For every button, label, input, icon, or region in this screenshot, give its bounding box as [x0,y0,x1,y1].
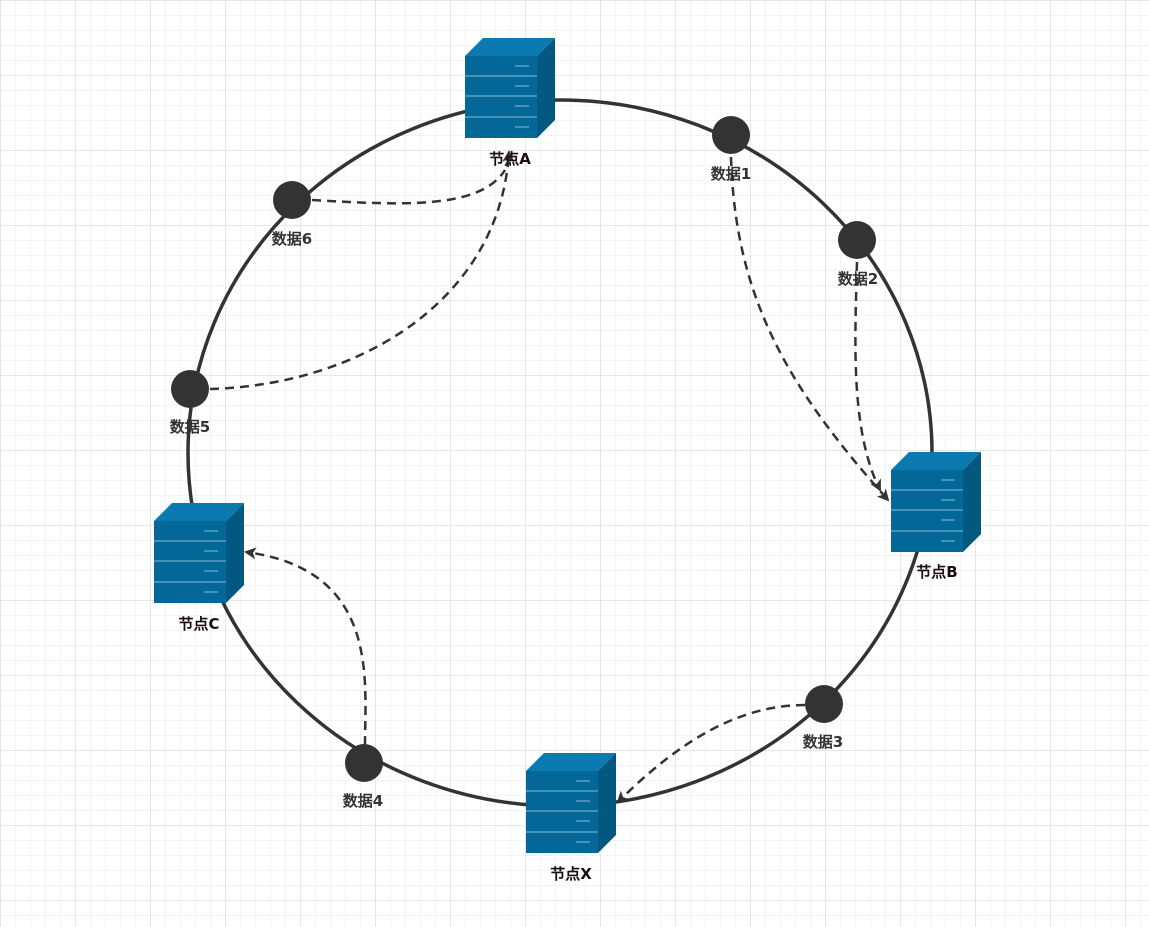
data-point-1 [712,116,750,154]
data-point-5 [171,370,209,408]
server-icon [526,753,616,853]
server-node-C [154,503,244,603]
arrow-data4-to-nodeC [244,547,367,746]
node-label-C: 节点C [178,615,219,633]
server-node-X [526,753,616,853]
data-label-1: 数据1 [711,165,751,183]
node-label-A: 节点A [489,150,531,168]
node-label-X: 节点X [550,865,592,883]
server-icon [154,503,244,603]
arrow-data6-to-nodeA [311,169,507,205]
arrow-data2-to-nodeB [854,261,882,492]
data-point-6 [273,181,311,219]
arrow-data3-to-nodeX [616,703,806,804]
server-node-B [891,452,981,552]
server-icon [891,452,981,552]
arrow-data5-to-nodeA [209,150,515,391]
mapping-arrows [209,150,890,804]
data-label-5: 数据5 [170,418,210,436]
data-label-3: 数据3 [803,733,843,751]
data-label-4: 数据4 [343,792,383,810]
node-label-B: 节点B [916,563,957,581]
server-node-A [465,38,555,138]
data-label-6: 数据6 [272,230,312,248]
server-icon [465,38,555,138]
data-point-3 [805,685,843,723]
data-label-2: 数据2 [838,270,878,288]
data-point-4 [345,744,383,782]
data-point-2 [838,221,876,259]
